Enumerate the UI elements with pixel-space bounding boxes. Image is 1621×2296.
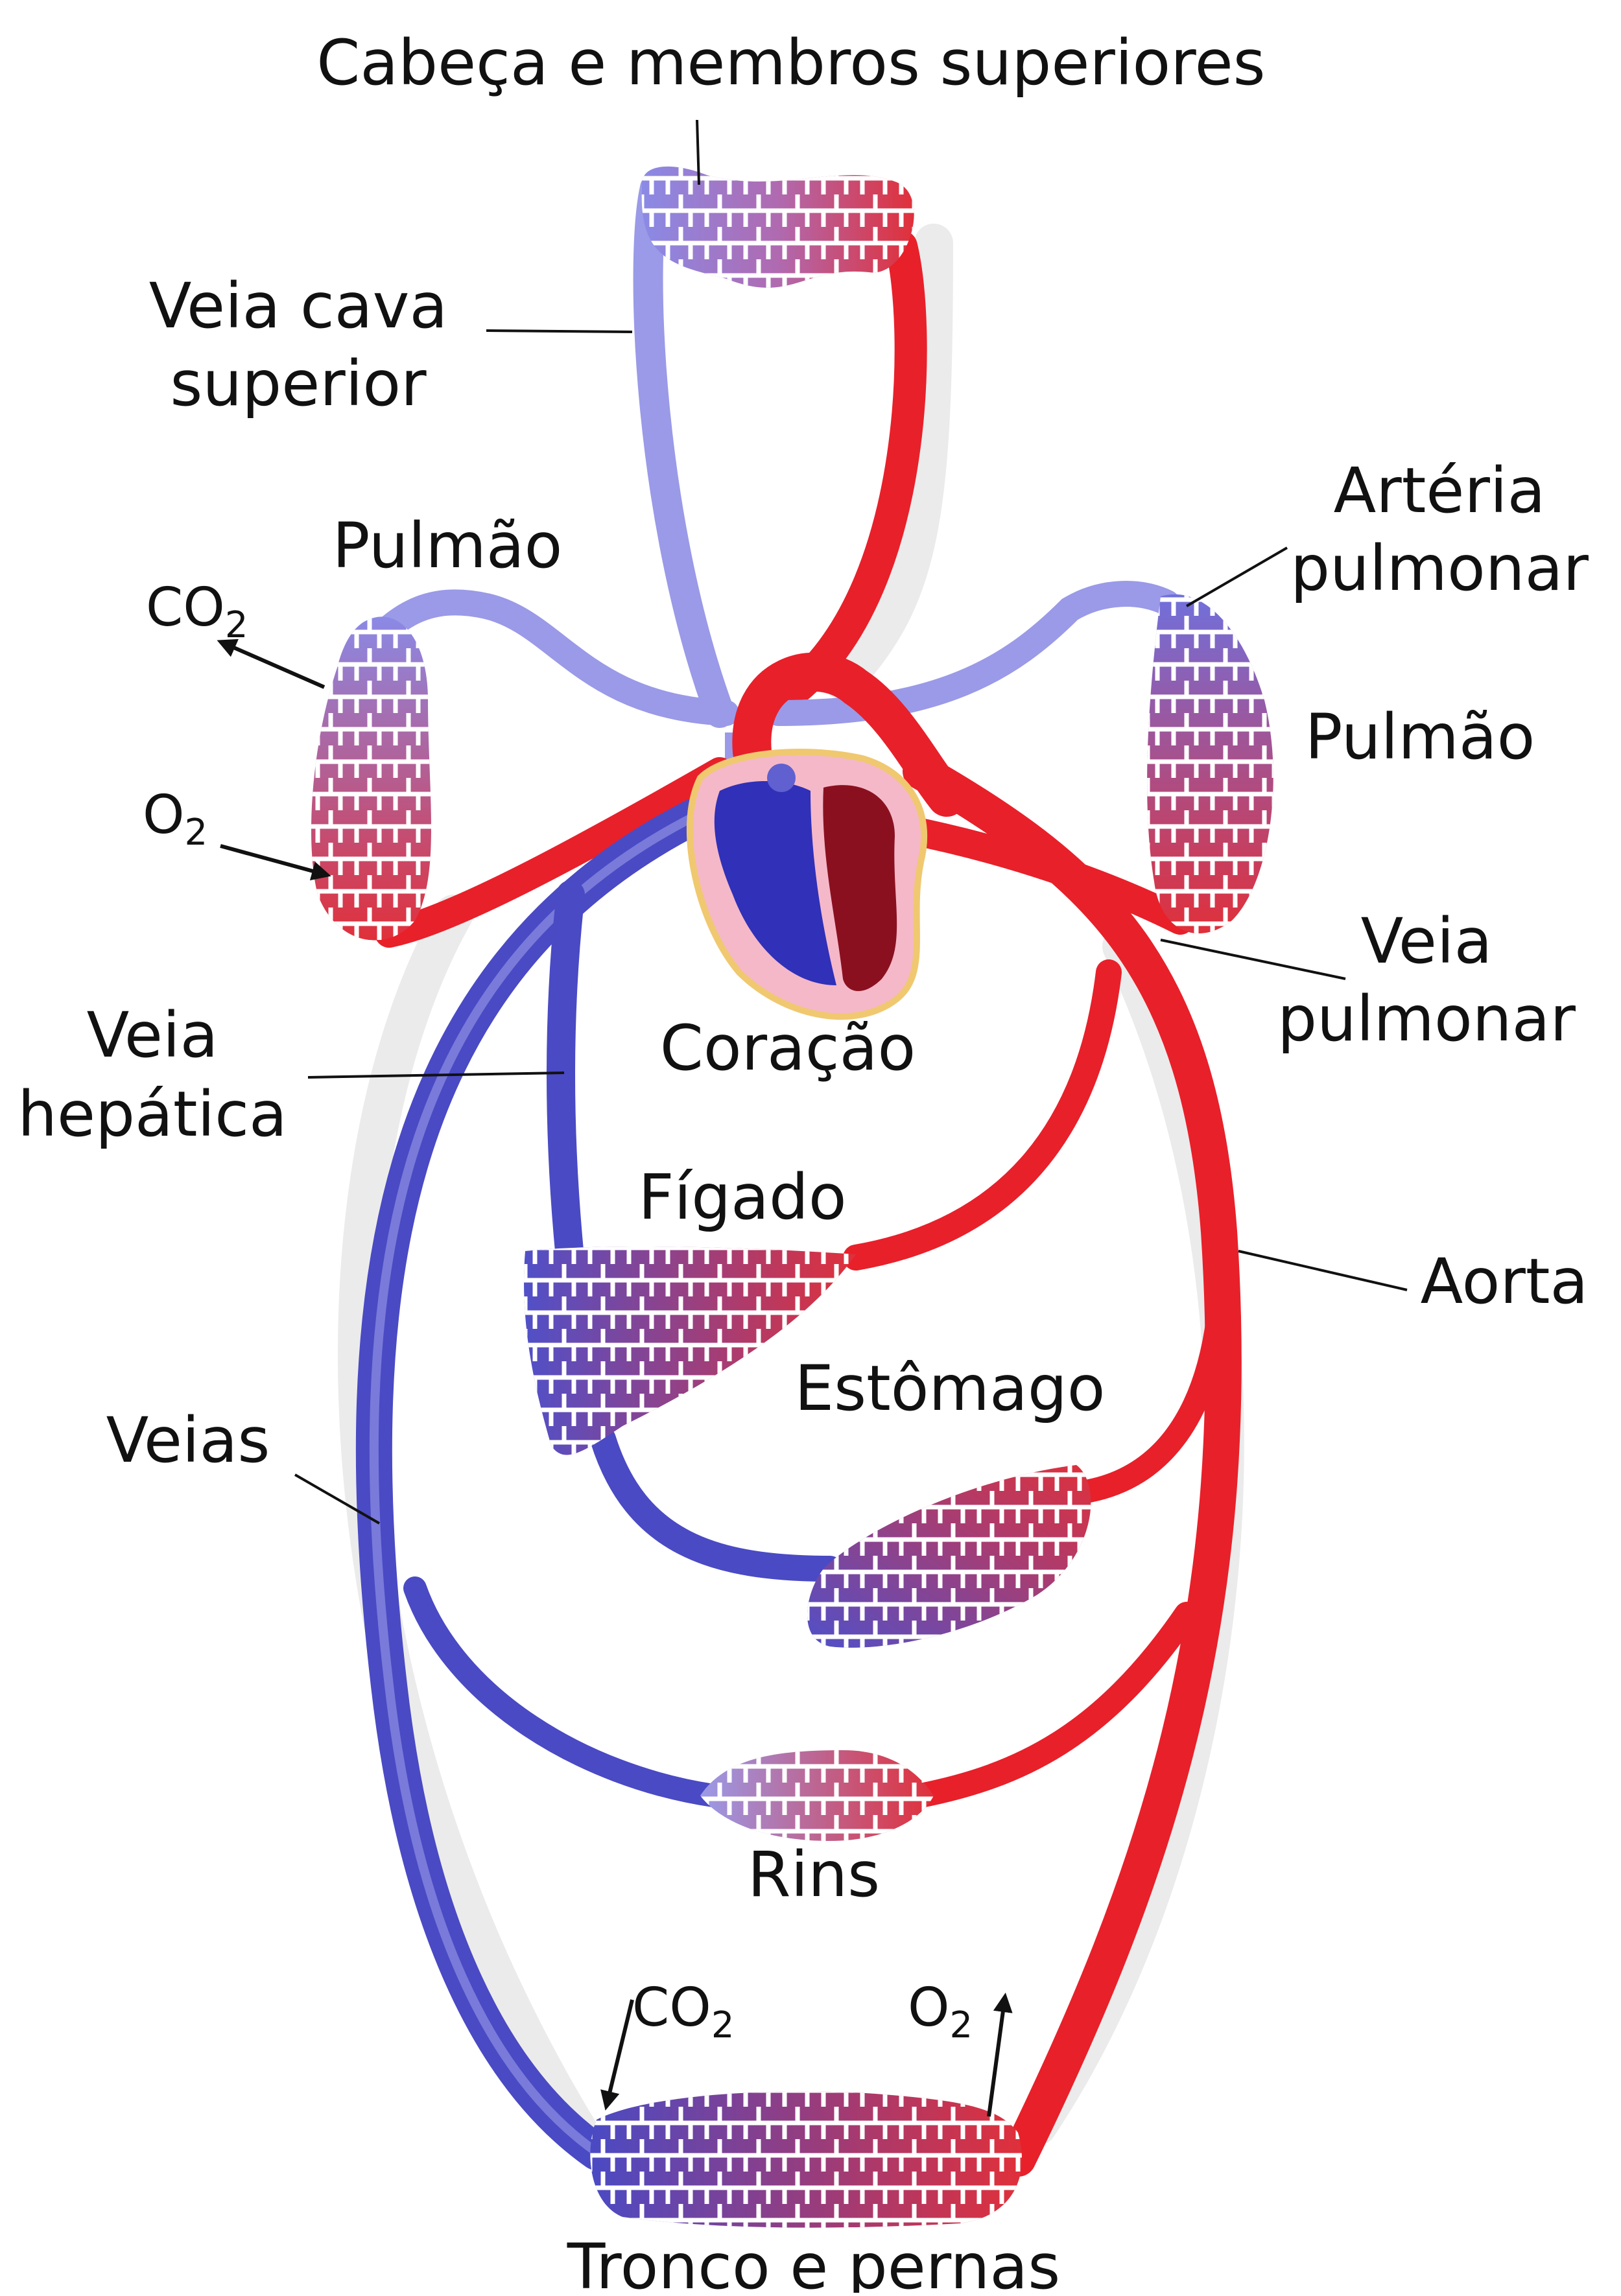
label-pulm-artery-line1: Artéria (1334, 454, 1546, 527)
label-co2-trunk: CO2 (632, 1977, 734, 2046)
hepatic-vein (547, 880, 585, 1278)
label-co2-lung: CO2 (146, 577, 248, 646)
pulmonary-artery-left (350, 589, 739, 726)
label-heart: Coração (660, 1012, 916, 1084)
stomach-capillaries (807, 1465, 1091, 1648)
label-trunk-legs: Tronco e pernas (567, 2231, 1061, 2293)
o2-trunk-main: O (908, 1977, 950, 2039)
label-kidneys: Rins (748, 1838, 880, 1911)
co2-trunk-main: CO (632, 1977, 711, 2039)
kidney-capillaries (700, 1750, 934, 1841)
vena-cava-highlight (369, 812, 698, 2157)
co2-trunk-sub: 2 (711, 2004, 735, 2046)
label-o2-trunk: O2 (908, 1977, 973, 2046)
labels: Cabeça e membros superiores Veia cava su… (18, 27, 1589, 2296)
label-vena-cava-line1: Veia cava (149, 270, 448, 342)
label-lung-left: Pulmão (333, 510, 563, 582)
label-veins: Veias (106, 1404, 270, 1477)
left-lung-capillaries (311, 616, 431, 941)
o2-lung-main: O (143, 784, 185, 846)
right-lung-capillaries (1147, 594, 1273, 933)
co2-lung-sub: 2 (225, 604, 248, 646)
vessels (338, 173, 1244, 2177)
o2-lung-sub: 2 (185, 812, 208, 854)
label-o2-lung: O2 (143, 784, 207, 854)
label-vena-cava-line2: superior (170, 347, 427, 420)
label-pulm-vein-line2: pulmonar (1277, 983, 1576, 1055)
trunk-legs-capillaries (590, 2091, 1022, 2228)
heart-left-chamber (823, 785, 897, 991)
label-pulm-artery-line2: pulmonar (1290, 532, 1589, 605)
pulmonary-vein-left (375, 757, 734, 948)
renal-vein (403, 1576, 725, 1807)
o2-trunk-sub: 2 (950, 2004, 973, 2046)
liver-capillaries (524, 1247, 856, 1455)
heart-valve (767, 764, 796, 792)
gas-arrows (217, 638, 1013, 2117)
co2-lung-main: CO (146, 577, 225, 638)
hepatic-artery (843, 959, 1122, 1271)
heart-right-chamber (714, 781, 836, 985)
artery-to-head (781, 230, 927, 703)
gastric-artery (1078, 1298, 1231, 1503)
label-lung-right: Pulmão (1305, 701, 1535, 773)
label-aorta: Aorta (1421, 1245, 1589, 1318)
label-stomach: Estômago (794, 1352, 1105, 1425)
descending-aorta (903, 753, 1242, 2177)
label-pulm-vein-line1: Veia (1361, 905, 1493, 978)
label-liver: Fígado (638, 1161, 846, 1234)
leader-lines (294, 119, 1408, 1525)
label-head-arms: Cabeça e membros superiores (316, 27, 1265, 99)
label-hepatic-line2: hepática (18, 1078, 287, 1151)
renal-artery (908, 1602, 1199, 1808)
portal-vein (590, 1426, 843, 1582)
heart (686, 749, 928, 1020)
head-capillaries (641, 166, 914, 288)
label-hepatic-line1: Veia (87, 999, 219, 1072)
